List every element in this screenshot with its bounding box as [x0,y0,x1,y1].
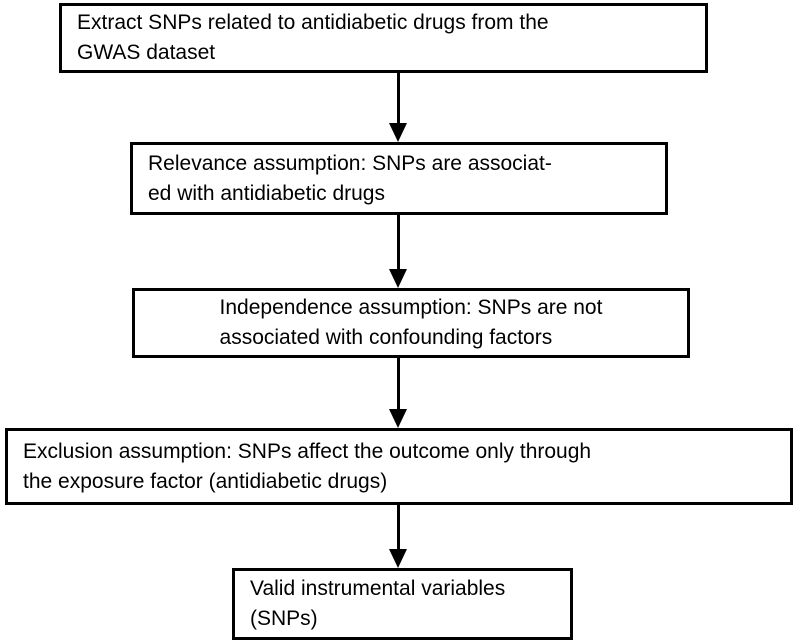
exclusion-assumption-line-2: the exposure factor (antidiabetic drugs) [23,469,388,493]
independence-assumption-text: Independence assumption: SNPs are not as… [220,293,603,353]
independence-assumption-line-1: Independence assumption: SNPs are not [219,296,603,320]
extract-snps-box[interactable]: Extract SNPs related to antidiabetic dru… [59,3,708,73]
extract-snps-line-2: GWAS dataset [77,41,216,64]
valid-ivs-line-2: (SNPs) [250,607,318,630]
arrow-head-icon [389,409,407,428]
arrow-head-icon [389,123,407,142]
valid-instrumental-variables-box[interactable]: Valid instrumental variables (SNPs) [232,568,573,640]
arrow-stem [397,358,400,409]
independence-assumption-box[interactable]: Independence assumption: SNPs are not as… [132,288,690,358]
relevance-assumption-line-2: ed with antidiabetic drugs [148,181,385,205]
arrow-stem [397,505,400,549]
exclusion-assumption-line-1: Exclusion assumption: SNPs affect the ou… [23,439,592,463]
arrow-head-icon [389,549,407,568]
arrow-head-icon [389,269,407,288]
relevance-assumption-line-1: Relevance assumption: SNPs are associat- [148,151,552,175]
valid-ivs-line-1: Valid instrumental variables [250,577,506,601]
exclusion-assumption-box[interactable]: Exclusion assumption: SNPs affect the ou… [5,428,793,505]
relevance-assumption-box[interactable]: Relevance assumption: SNPs are associat-… [130,142,668,215]
arrow-stem [397,73,400,123]
arrow-stem [397,215,400,269]
independence-assumption-line-2: associated with confounding factors [219,326,553,349]
extract-snps-line-1: Extract SNPs related to antidiabetic dru… [77,11,549,35]
